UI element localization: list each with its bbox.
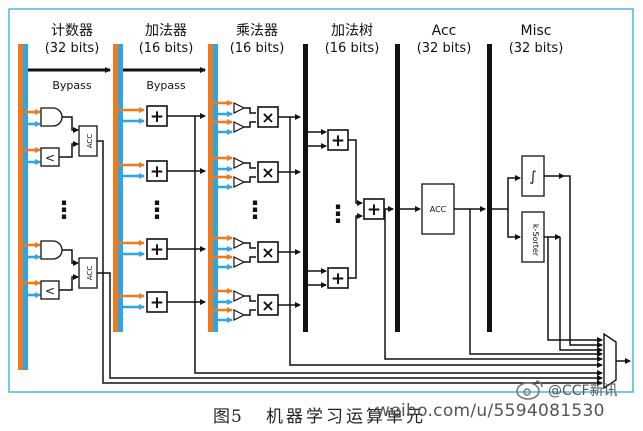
- adder-unit-2-symbol: +: [150, 162, 164, 182]
- input-buses: [18, 44, 218, 370]
- col-name-counter: 计数器: [51, 23, 93, 39]
- col-bits-acc: (32 bits): [417, 41, 472, 56]
- col-bits-adder: (16 bits): [139, 41, 194, 56]
- col-name-adder: 加法器: [145, 23, 187, 39]
- weibo-logo-icon: [516, 380, 543, 400]
- bus-blue-1: [23, 44, 28, 370]
- output-mux: [603, 332, 617, 390]
- adder-tree: + + ⋮ +: [308, 129, 394, 289]
- compare-symbol-bottom: <: [45, 284, 55, 298]
- tree-adder-2-symbol: +: [331, 269, 345, 289]
- and-gate-bottom: [40, 240, 63, 260]
- adder-unit-1-symbol: +: [150, 107, 164, 127]
- bypass-arrows: Bypass Bypass: [28, 67, 206, 92]
- col-bits-adder-tree: (16 bits): [325, 41, 380, 56]
- multiplier-unit-4-symbol: ×: [261, 296, 274, 315]
- bypass-label-1: Bypass: [52, 79, 92, 92]
- col-bits-misc: (32 bits): [509, 41, 564, 56]
- bus-orange-1: [18, 44, 23, 370]
- caption-figure-title: 机器学习运算单元: [266, 407, 426, 427]
- multiplier-unit-1-symbol: ×: [261, 108, 274, 127]
- bypass-label-2: Bypass: [146, 79, 186, 92]
- counter-group-bottom: < ACC: [23, 240, 98, 300]
- tree-adder-1-symbol: +: [331, 131, 345, 151]
- misc-stage: ∫ k-Sorter: [492, 155, 565, 263]
- adder-unit-4-symbol: +: [150, 293, 164, 313]
- bus-orange-3: [208, 44, 213, 332]
- watermark-handle: @CCF新讯: [548, 383, 618, 399]
- column-headers: 计数器 (32 bits) 加法器 (16 bits) 乘法器 (16 bits…: [45, 23, 564, 56]
- bus-orange-2: [113, 44, 118, 332]
- acc-label-counter-bottom: ACC: [86, 266, 94, 281]
- ksorter-label: k-Sorter: [531, 224, 540, 257]
- adder-unit-3-symbol: +: [150, 240, 164, 260]
- ellipsis-counter: ⋮: [52, 196, 76, 224]
- stage-buses: [303, 44, 492, 332]
- acc-label-counter-top: ACC: [86, 134, 94, 149]
- col-name-multiplier: 乘法器: [236, 23, 278, 39]
- compare-symbol-top: <: [45, 151, 55, 165]
- multiplier-unit-3-symbol: ×: [261, 243, 274, 262]
- acc-stage: ACC: [400, 183, 486, 235]
- bus-blue-2: [118, 44, 123, 332]
- stage-bus-acc: [395, 44, 400, 332]
- integral-symbol: ∫: [529, 169, 536, 185]
- output-wires: [97, 116, 603, 386]
- adder-column: [118, 107, 145, 310]
- col-bits-counter: (32 bits): [45, 41, 100, 56]
- col-bits-multiplier: (16 bits): [230, 41, 285, 56]
- stage-bus-misc: [487, 44, 492, 332]
- caption-figure-number: 图5: [213, 407, 243, 427]
- ellipsis-adder: ⋮: [145, 196, 169, 224]
- bus-blue-3: [213, 44, 218, 332]
- and-gate-top: [40, 107, 63, 127]
- stage-bus-adder-tree: [303, 44, 308, 332]
- adder-outputs: [167, 113, 206, 305]
- col-name-acc: Acc: [432, 23, 457, 39]
- multiplier-column: × × × × ⋮: [213, 100, 301, 323]
- acc-box-main: [421, 183, 455, 235]
- col-name-misc: Misc: [521, 23, 552, 39]
- multiplier-unit-2-symbol: ×: [261, 163, 274, 182]
- ellipsis-adder-tree: ⋮: [326, 200, 350, 228]
- figure-caption: 图5 机器学习运算单元: [0, 398, 643, 431]
- ellipsis-multiplier: ⋮: [243, 196, 267, 224]
- tree-adder-root-symbol: +: [367, 200, 381, 220]
- watermark-url: weibo.com/u/5594081530: [376, 401, 605, 421]
- acc-label-main: ACC: [430, 205, 447, 214]
- col-name-adder-tree: 加法树: [331, 23, 373, 39]
